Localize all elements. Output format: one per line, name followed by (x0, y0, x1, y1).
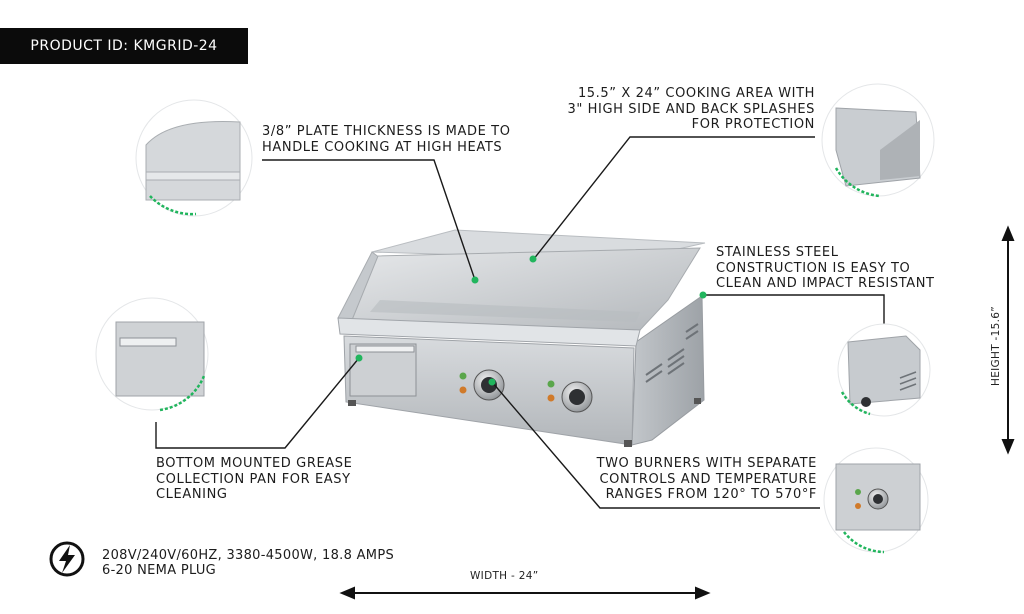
height-label: HEIGHT -15.6” (990, 306, 1002, 386)
power-line-2: 6-20 NEMA PLUG (102, 563, 217, 578)
lightning-bolt-icon (49, 541, 85, 577)
stainless-steel-callout: STAINLESS STEEL CONSTRUCTION IS EASY TO … (716, 245, 935, 292)
burners-line-2: CONTROLS AND TEMPERATURE (599, 471, 817, 487)
grease-pan-callout: BOTTOM MOUNTED GREASE COLLECTION PAN FOR… (156, 456, 352, 503)
leader-lines (155, 136, 885, 509)
burners-line-1: TWO BURNERS WITH SEPARATE (596, 456, 817, 471)
power-specs: 208V/240V/60HZ, 3380-4500W, 18.8 AMPS 6-… (102, 548, 394, 578)
width-label: WIDTH - 24” (470, 570, 539, 582)
burners-line-3: RANGES FROM 120° TO 570°F (605, 487, 817, 502)
detail-circle-side (837, 323, 931, 417)
cooking-area-line-3: FOR PROTECTION (691, 117, 815, 132)
cooking-area-line-1: 15.5” X 24” COOKING AREA WITH (577, 86, 815, 101)
plate-line-2: HANDLE COOKING AT HIGH HEATS (262, 139, 503, 155)
cooking-area-line-2: 3" HIGH SIDE AND BACK SPLASHES (567, 101, 815, 117)
plate-thickness-callout: 3/8” PLATE THICKNESS IS MADE TO HANDLE C… (262, 124, 511, 155)
grease-line-2: COLLECTION PAN FOR EASY (156, 471, 351, 487)
grease-line-1: BOTTOM MOUNTED GREASE (156, 456, 353, 471)
steel-line-1: STAINLESS STEEL (716, 245, 839, 260)
detail-circle-plate (135, 99, 253, 217)
detail-circle-drawer (95, 297, 209, 412)
callout-markers (355, 255, 707, 386)
power-line-1: 208V/240V/60HZ, 3380-4500W, 18.8 AMPS (102, 548, 395, 563)
detail-circle-splash (821, 83, 935, 198)
cooking-area-callout: 15.5” X 24” COOKING AREA WITH 3" HIGH SI… (567, 86, 815, 133)
burners-callout: TWO BURNERS WITH SEPARATE CONTROLS AND T… (597, 456, 817, 503)
steel-line-2: CONSTRUCTION IS EASY TO (716, 260, 911, 276)
product-id-banner: PRODUCT ID: KMGRID-24 (0, 28, 248, 64)
steel-line-3: CLEAN AND IMPACT RESISTANT (716, 276, 935, 291)
grease-line-3: CLEANING (156, 487, 228, 502)
dimension-arrows (339, 225, 1015, 600)
plate-line-1: 3/8” PLATE THICKNESS IS MADE TO (262, 124, 511, 139)
detail-circle-knob (823, 447, 929, 554)
griddle-image (337, 229, 706, 447)
